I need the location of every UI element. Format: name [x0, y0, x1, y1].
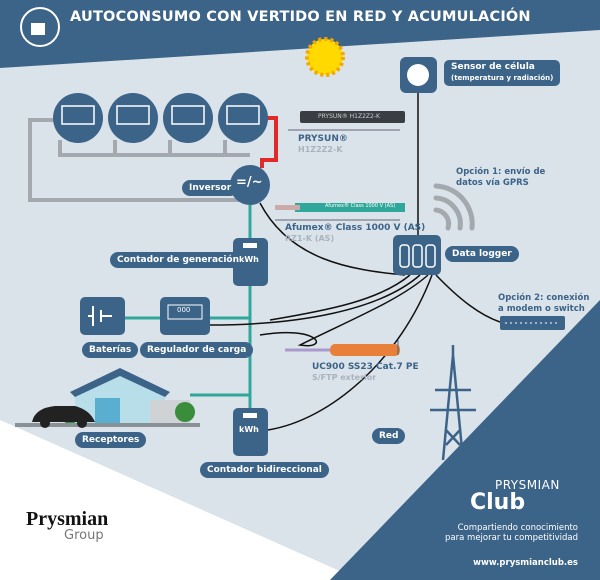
battery-icon: [80, 297, 125, 335]
header-band: [0, 0, 600, 68]
footer-band: [330, 300, 600, 580]
afumex-cable: [295, 203, 405, 212]
option2-line2: a modem o switch: [498, 304, 585, 314]
prysun-cable: [300, 111, 405, 123]
sensor-subtitle: (temperatura y radiación): [451, 74, 554, 82]
utp-name: UC900 SS23 Cat.7 PE: [312, 362, 419, 372]
afumex-code: RZ1-K (AS): [285, 234, 335, 243]
inverter-label: Inversor: [182, 180, 239, 196]
cell-sensor-icon: [400, 57, 437, 93]
tagline-line1: Compartiendo conocimiento: [457, 523, 578, 533]
utp-code: S/FTP exterior: [312, 373, 377, 382]
club-logo-top: PRYSMIAN: [495, 478, 560, 492]
prysmian-logo: Prysmian: [26, 508, 109, 530]
grid-label: Red: [372, 428, 406, 444]
website-link[interactable]: www.prysmianclub.es: [473, 558, 578, 568]
utp-cable: [330, 344, 400, 356]
option2-line1: Opción 2: conexión: [498, 293, 590, 303]
receivers-label: Receptores: [75, 432, 147, 448]
club-logo: Club: [470, 490, 526, 515]
afumex-print: Afumex® Class 1000 V (AS): [325, 203, 396, 209]
charge-regulator-icon: [160, 297, 210, 335]
bidirectional-meter-label: Contador bidireccional: [200, 462, 329, 478]
data-logger-icon: [393, 235, 441, 275]
prysmian-logo-sub: Group: [64, 528, 104, 543]
sensor-label: Sensor de célula (temperatura y radiación…: [444, 60, 561, 86]
generation-meter-icon: [233, 238, 268, 286]
solar-plug-icon: [20, 7, 60, 47]
generation-meter-label: Contador de generación: [110, 252, 247, 268]
kwh-text: kWh: [239, 255, 259, 264]
kwh-text: kWh: [239, 425, 259, 434]
solar-panels: [53, 93, 268, 143]
prysun-print: PRYSUN® H1Z2Z2-K: [318, 113, 380, 120]
option1-line2: datos vía GPRS: [456, 178, 529, 188]
tagline-line2: para mejorar tu competitividad: [445, 533, 578, 543]
inverter-symbol: =/~: [236, 175, 263, 190]
inverter-icon: [230, 165, 270, 205]
sensor-title: Sensor de célula: [451, 62, 535, 72]
sun-icon: [305, 37, 345, 77]
prysun-code: H1Z2Z2-K: [298, 145, 343, 154]
power-tower-icon: [430, 345, 476, 461]
bidirectional-meter-icon: [233, 408, 268, 456]
red-dc-wire: [260, 116, 278, 168]
batteries-label: Baterías: [82, 342, 139, 358]
option1-line1: Opción 1: envío de: [456, 167, 546, 177]
afumex-name: Afumex® Class 1000 V (AS): [285, 223, 426, 233]
page-title: AUTOCONSUMO CON VERTIDO EN RED Y ACUMULA…: [70, 9, 531, 25]
electric-car-icon: [32, 406, 95, 428]
wifi-signal-icon: [433, 183, 475, 231]
regulator-display: 000: [177, 306, 191, 314]
regulator-label: Regulador de carga: [140, 342, 254, 358]
network-switch-icon: [500, 316, 565, 330]
prysun-name: PRYSUN®: [298, 134, 348, 144]
datalogger-label: Data logger: [445, 246, 519, 262]
